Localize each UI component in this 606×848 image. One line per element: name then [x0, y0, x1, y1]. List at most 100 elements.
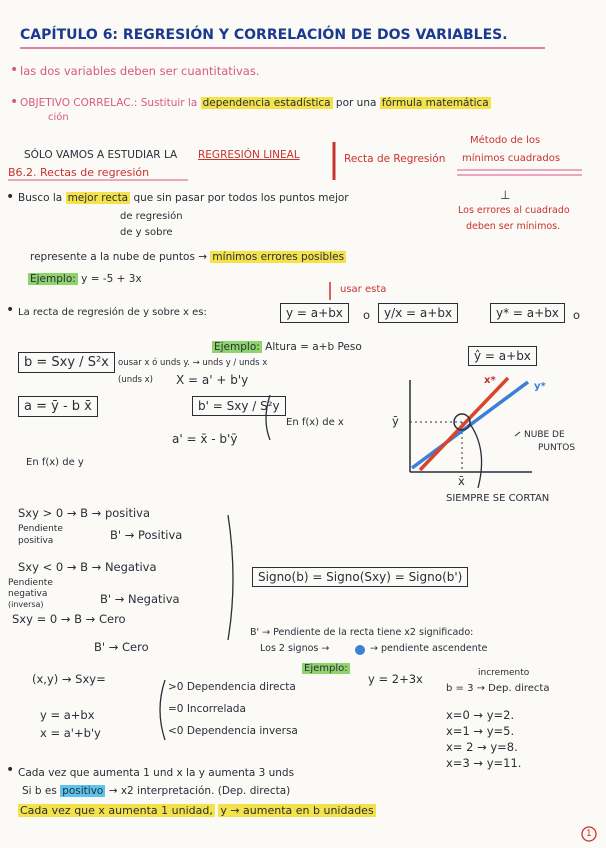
graph-ybar: ȳ	[392, 414, 399, 428]
highlight-cada-vez: Cada vez que x aumenta 1 unidad,	[18, 804, 215, 817]
bullet: •	[10, 62, 19, 78]
graph-xbar: x̄	[458, 474, 465, 488]
formula-box-3: y* = a+bx	[490, 303, 565, 323]
highlight-formula: fórmula matemática	[379, 97, 491, 109]
ejemplo-3-v1: x=0 → y=2.	[446, 708, 515, 722]
bprime-note-2b: → pendiente ascendente	[370, 643, 488, 654]
intro-line-2: OBJETIVO CORRELAC.: Sustituir la depende…	[20, 96, 491, 110]
formula-x: X = a' + b'y	[176, 373, 249, 387]
usar-esta: usar esta	[340, 284, 387, 295]
dep-incorrelada: =0 Incorrelada	[168, 703, 246, 715]
arrow-down: ⊥	[500, 188, 511, 202]
note-units-2: (unds x)	[118, 375, 153, 385]
ejemplo-tag: Ejemplo:	[302, 663, 350, 674]
formula-a: a = ȳ - b x̄	[18, 396, 98, 417]
highlight-mejor-recta: mejor recta	[65, 192, 131, 204]
en-fx-de-x: En f(x) de x	[286, 417, 344, 428]
sign-zero-bprime: B' → Cero	[94, 640, 149, 654]
highlight-minimos-errores: mínimos errores posibles	[210, 251, 347, 263]
formula-b: b = Sxy / S²x	[18, 352, 115, 373]
ejemplo-tag: Ejemplo:	[212, 341, 262, 353]
section-heading: B6.2. Rectas de regresión	[8, 166, 150, 179]
graph-ystar: y*	[534, 381, 546, 392]
negativa-label: negativa	[8, 589, 48, 599]
ejemplo-tag: Ejemplo:	[28, 273, 78, 285]
dep-inversa: <0 Dependencia inversa	[168, 725, 298, 737]
formula-bprime: b' = Sxy / S²y	[192, 396, 286, 416]
ejemplo-2: Ejemplo: Altura = a+b Peso	[212, 340, 362, 354]
or-1: o	[363, 308, 371, 322]
signo-box: Signo(b) = Signo(Sxy) = Signo(b')	[252, 567, 469, 587]
incremento-label: incremento	[478, 668, 530, 678]
dep-directa: >0 Dependencia directa	[168, 681, 296, 693]
de-y-sobre: de y sobre	[120, 227, 173, 238]
busco-rest: que sin pasar por todos los puntos mejor	[133, 192, 349, 204]
ejemplo-3-v3: x= 2 → y=8.	[446, 740, 518, 754]
ejemplo-3-v2: x=1 → y=5.	[446, 724, 515, 738]
represente-line: represente a la nube de puntos → mínimos…	[30, 250, 347, 264]
bprime-note-2a: Los 2 signos →	[260, 643, 330, 654]
highlight-positivo: positivo	[60, 785, 106, 797]
metodo-line-1: Método de los	[470, 135, 541, 146]
final-si-b-es: Si b es	[22, 785, 57, 797]
page-title: CAPÍTULO 6: REGRESIÓN Y CORRELACIÓN DE D…	[20, 27, 508, 43]
recta-regresion: Recta de Regresión	[344, 153, 446, 165]
objetivo-label: OBJETIVO CORRELAC.: Sustituir la	[20, 97, 198, 109]
highlight-aumenta-b: y → aumenta en b unidades	[218, 804, 376, 817]
intro-line-2-cont: ción	[48, 112, 69, 123]
siempre-se-cortan: SIEMPRE SE CORTAN	[446, 493, 550, 504]
bullet: •	[6, 302, 15, 318]
regresion-lineal: REGRESIÓN LINEAL	[198, 149, 300, 161]
or-2: o	[573, 308, 581, 322]
recta-y-text: La recta de regresión de y sobre x es:	[18, 307, 207, 318]
formula-box-2: y/x = a+bx	[378, 303, 459, 323]
por-una: por una	[335, 97, 377, 109]
final-line-3: Cada vez que x aumenta 1 unidad, y → aum…	[18, 804, 376, 818]
final-interpretacion: → x2 interpretación. (Dep. directa)	[108, 785, 291, 797]
errores-line-2: deben ser mínimos.	[466, 221, 561, 232]
formula-box-1: y = a+bx	[280, 303, 349, 323]
ejemplo-1: Ejemplo: y = -5 + 3x	[28, 272, 142, 286]
sign-positive: Sxy > 0 → B → positiva	[18, 506, 151, 520]
busco-label: Busco la	[18, 192, 63, 204]
graph-xstar: x*	[484, 375, 496, 386]
bullet: •	[10, 94, 19, 110]
pendiente-label: Pendiente	[8, 578, 53, 588]
represente-text: represente a la nube de puntos →	[30, 251, 208, 263]
bullet: •	[6, 762, 15, 778]
ejemplo-2-text: Altura = a+b Peso	[265, 341, 362, 353]
ejemplo-3-v4: x=3 → y=11.	[446, 756, 522, 770]
pendiente-label: Pendiente	[18, 524, 63, 534]
bprime-note-1: B' → Pendiente de la recta tiene x2 sign…	[250, 627, 474, 638]
ejemplo-3-tag: Ejemplo:	[302, 662, 350, 676]
dep-xy: (x,y) → Sxy=	[32, 672, 106, 686]
bullet: •	[6, 189, 15, 205]
page-number: 1	[586, 829, 592, 839]
nube-label-1: NUBE DE	[524, 430, 565, 440]
yhat-box: ŷ = a+bx	[468, 346, 537, 366]
sign-positive-bprime: B' → Positiva	[110, 528, 183, 542]
dep-x-eq: x = a'+b'y	[40, 726, 101, 740]
busco-line: Busco la mejor recta que sin pasar por t…	[18, 191, 349, 205]
ejemplo-3-eq: y = 2+3x	[368, 672, 423, 686]
sign-negative: Sxy < 0 → B → Negativa	[18, 560, 157, 574]
nube-label-2: PUNTOS	[538, 443, 576, 453]
errores-line-1: Los errores al cuadrado	[458, 205, 570, 216]
sign-zero: Sxy = 0 → B → Cero	[12, 612, 126, 626]
final-line-1: Cada vez que aumenta 1 und x la y aument…	[18, 767, 295, 779]
ejemplo-3-b: b = 3 → Dep. directa	[446, 683, 550, 694]
dep-y-eq: y = a+bx	[40, 708, 95, 722]
note-units-1: ousar x ó unds y. → unds y / unds x	[118, 358, 268, 368]
final-line-2: Si b es positivo → x2 interpretación. (D…	[22, 784, 290, 798]
ejemplo-1-equation: y = -5 + 3x	[81, 273, 142, 285]
positiva-label: positiva	[18, 536, 54, 546]
inversa-label: (inversa)	[8, 600, 44, 609]
metodo-line-2: mínimos cuadrados	[462, 153, 561, 164]
highlight-dependencia: dependencia estadística	[200, 97, 333, 109]
de-regresion: de regresión	[120, 211, 183, 222]
en-fx-de-y: En f(x) de y	[26, 457, 84, 468]
intro-line-1: las dos variables deben ser cuantitativa…	[20, 64, 260, 78]
formula-aprime: a' = x̄ - b'ȳ	[172, 432, 238, 446]
